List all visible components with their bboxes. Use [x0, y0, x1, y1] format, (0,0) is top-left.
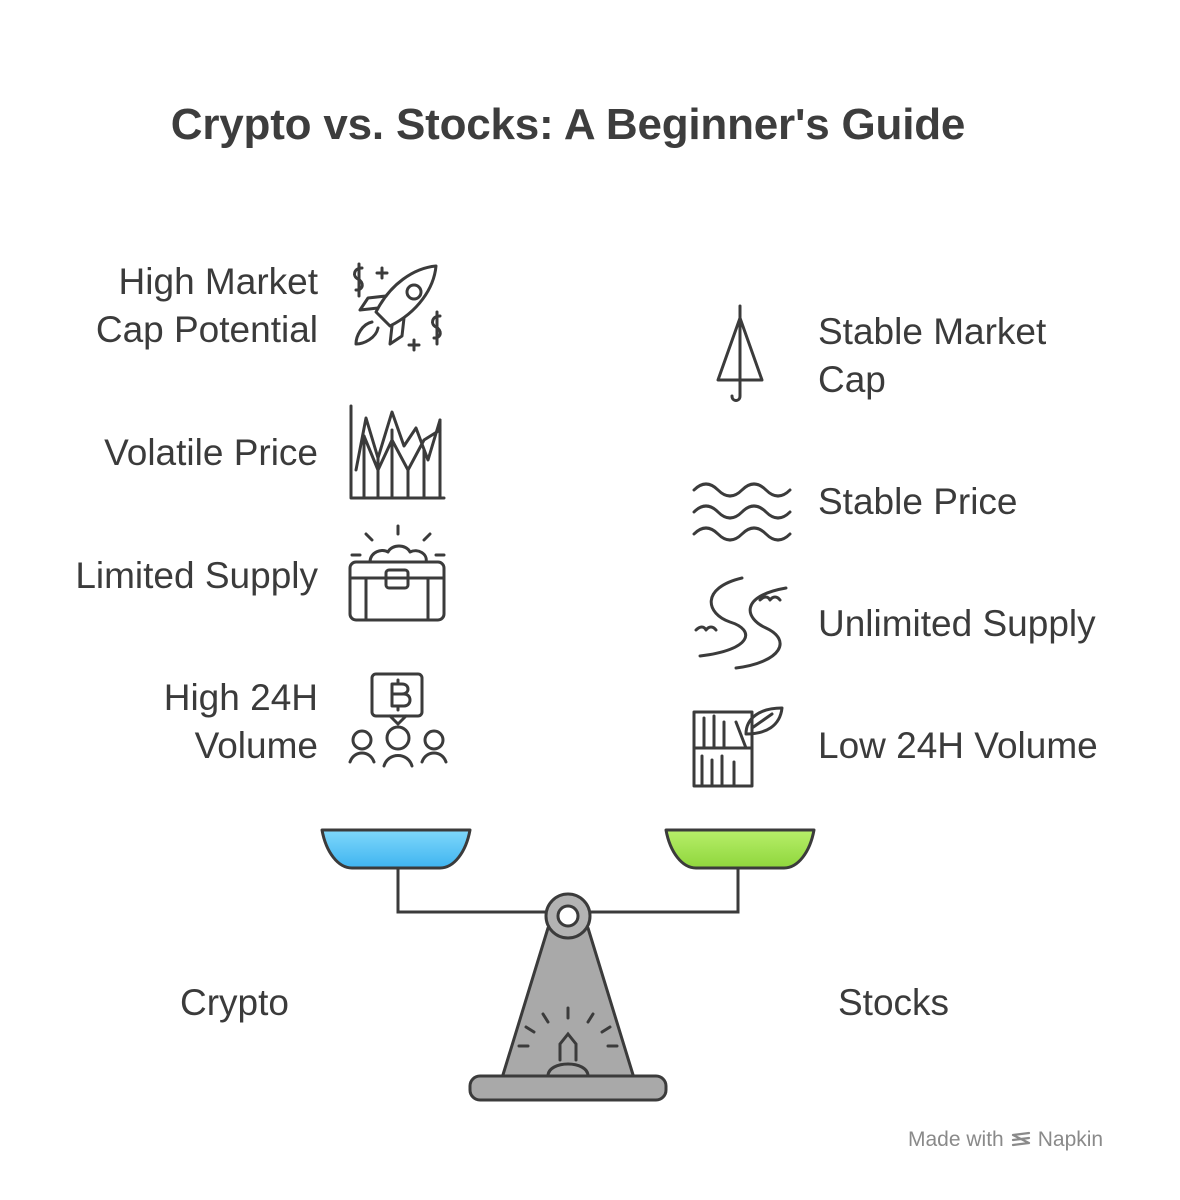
stocks-feature-supply: Unlimited Supply: [818, 603, 1096, 644]
crypto-feature-price: Volatile Price: [104, 432, 318, 473]
page-title: Crypto vs. Stocks: A Beginner's Guide: [170, 100, 966, 149]
crypto-feature-market-cap: High Market Cap Potential: [95, 261, 318, 350]
bookshelf-leaf-icon: [692, 706, 784, 788]
crypto-label: Crypto: [180, 982, 289, 1023]
umbrella-icon: [716, 304, 764, 402]
rocket-money-icon: [353, 262, 442, 352]
stocks-feature-price: Stable Price: [818, 481, 1018, 522]
treasure-chest-icon: [348, 524, 446, 622]
crypto-feature-volume: High 24H Volume: [163, 677, 318, 766]
scale-base: [468, 1074, 668, 1102]
stocks-label: Stocks: [838, 982, 950, 1023]
scale-stand: [500, 926, 636, 1080]
stocks-pan: [664, 828, 816, 870]
bitcoin-crowd-icon: [348, 672, 448, 768]
crypto-feature-supply: Limited Supply: [75, 555, 318, 596]
napkin-logo-icon: [1011, 1131, 1030, 1147]
gauge-icon: [517, 1006, 619, 1078]
waves-icon: [692, 482, 792, 542]
stocks-feature-market-cap: Stable Market Cap: [818, 311, 1047, 400]
river-icon: [694, 576, 788, 670]
napkin-watermark: Made with Napkin: [908, 1128, 1104, 1151]
stocks-feature-volume: Low 24H Volume: [818, 725, 1098, 766]
volatile-chart-icon: [349, 404, 446, 500]
crypto-pan: [320, 828, 472, 870]
